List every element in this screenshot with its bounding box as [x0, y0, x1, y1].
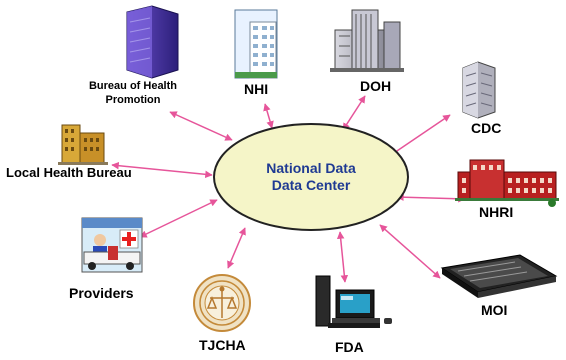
white-office-building-icon [234, 9, 278, 79]
label-providers: Providers [69, 285, 134, 301]
label-bhp: Bureau of Health Promotion [78, 79, 188, 107]
arrow-nhi [263, 103, 274, 129]
label-nhri: NHRI [479, 204, 514, 220]
rack-server-icon [440, 254, 558, 298]
label-bhp-line2: Promotion [105, 94, 161, 106]
label-doh: DOH [360, 78, 392, 94]
purple-office-tower-icon [126, 5, 179, 79]
arrow-fda [336, 231, 349, 283]
arrow-nhri [396, 193, 466, 203]
yellow-building-icon [58, 124, 108, 165]
label-cdc: CDC [471, 120, 502, 136]
arrow-lhb [111, 161, 213, 179]
label-lhb: Local Health Bureau [6, 165, 132, 180]
center-ellipse [213, 123, 409, 231]
tjcha-seal-icon [193, 274, 251, 332]
hospital-ambulance-icon [81, 217, 143, 273]
label-bhp-line1: Bureau of Health [88, 80, 177, 92]
red-brick-campus-icon [455, 159, 559, 207]
label-nhi: NHI [244, 81, 269, 97]
arrow-tjcha [227, 227, 246, 269]
label-moi: MOI [481, 302, 508, 318]
arrow-moi [379, 224, 441, 279]
connector-arrows [111, 95, 466, 283]
center-title-line2: Data Center [271, 177, 351, 193]
center-title-line1: National Data [266, 160, 356, 176]
gray-building-complex-icon [330, 9, 404, 72]
arrow-bhp [169, 111, 233, 141]
gray-tower-building-icon [462, 61, 496, 119]
desktop-computer-icon [315, 275, 392, 328]
arrow-doh [342, 95, 366, 131]
arrow-cdc [390, 114, 451, 156]
center-title: National Data Data Center [231, 160, 391, 194]
arrow-providers [139, 199, 218, 238]
label-tjcha: TJCHA [199, 337, 246, 353]
label-fda: FDA [335, 339, 364, 355]
